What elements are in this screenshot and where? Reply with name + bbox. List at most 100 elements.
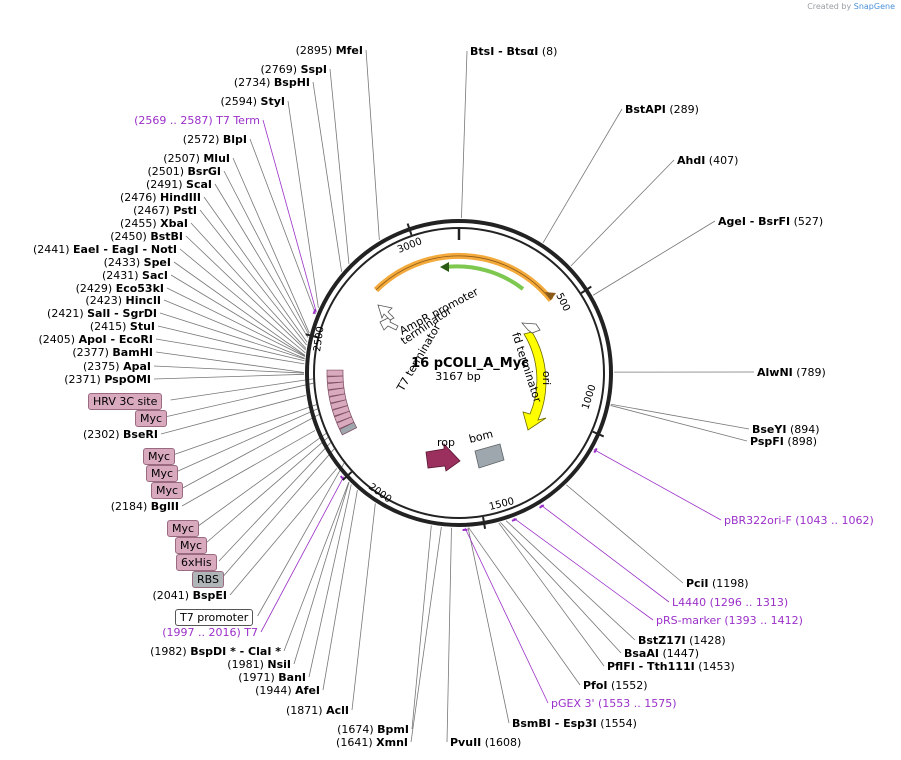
- feature-box[interactable]: T7 promoter: [175, 609, 254, 626]
- green-feature-arc: [445, 264, 525, 291]
- enzyme-label-line: [329, 68, 350, 264]
- enzyme-label[interactable]: (2423) HincII: [85, 294, 161, 307]
- primer-mark: [539, 504, 545, 509]
- tick-2000: [342, 471, 353, 481]
- enzyme-label[interactable]: PfoI (1552): [583, 679, 648, 692]
- enzyme-label[interactable]: (2734) BspHI: [234, 76, 310, 89]
- enzyme-label[interactable]: (2467) PstI: [133, 204, 197, 217]
- primer-mark: [511, 518, 517, 522]
- green-arc-head: [440, 262, 449, 272]
- enzyme-label-line: [223, 170, 310, 335]
- enzyme-label[interactable]: (1981) NsiI: [227, 658, 291, 671]
- myc-tag-glyph: [328, 393, 347, 404]
- enzyme-label[interactable]: (2433) SpeI: [104, 256, 171, 269]
- feature-box[interactable]: Myc: [151, 482, 184, 499]
- enzyme-label[interactable]: BseYI (894): [752, 423, 820, 436]
- enzyme-label[interactable]: BstZ17I (1428): [638, 634, 726, 647]
- enzyme-label[interactable]: (2476) HindIII: [120, 191, 201, 204]
- enzyme-label-line: [155, 338, 305, 365]
- feature-box[interactable]: Myc: [167, 520, 200, 537]
- enzyme-label[interactable]: (1871) AclI: [286, 704, 349, 717]
- myc-tag-glyph: [331, 405, 350, 417]
- primer-label[interactable]: pRS-marker (1393 .. 1412): [656, 614, 803, 627]
- enzyme-label[interactable]: BsmBI - Esp3I (1554): [512, 717, 637, 730]
- enzyme-label[interactable]: (2415) StuI: [90, 320, 155, 333]
- enzyme-label-line: [181, 430, 316, 507]
- primer-label[interactable]: L4440 (1296 .. 1313): [672, 596, 788, 609]
- enzyme-label-line: [249, 138, 317, 315]
- enzyme-label-line: [498, 522, 605, 667]
- enzyme-label[interactable]: AlwNI (789): [757, 366, 826, 379]
- primer-label[interactable]: pGEX 3' (1553 .. 1575): [551, 697, 677, 710]
- enzyme-label[interactable]: (2041) BspEI: [153, 589, 228, 602]
- enzyme-label[interactable]: (2895) MfeI: [296, 44, 363, 57]
- enzyme-label[interactable]: (2429) Eco53kI: [76, 282, 164, 295]
- enzyme-label-line: [570, 159, 675, 267]
- primer-label-line: [464, 527, 549, 704]
- enzyme-label[interactable]: AgeI - BsrFI (527): [718, 215, 823, 228]
- enzyme-label[interactable]: (2431) SacI: [102, 269, 168, 282]
- enzyme-label[interactable]: (2405) ApoI - EcoRI: [39, 333, 154, 346]
- feature-box[interactable]: HRV 3C site: [88, 393, 163, 410]
- enzyme-label[interactable]: (2302) BseRI: [83, 428, 158, 441]
- enzyme-label[interactable]: BstAPI (289): [625, 103, 699, 116]
- enzyme-label[interactable]: PflFI - Tth111I (1453): [607, 660, 735, 673]
- feature-box[interactable]: Myc: [146, 465, 179, 482]
- enzyme-label[interactable]: (2594) StyI: [220, 95, 285, 108]
- enzyme-label[interactable]: BtsI - BtsαI (8): [470, 45, 557, 58]
- enzyme-label[interactable]: (2769) SspI: [260, 63, 327, 76]
- plasmid-length: 3167 bp: [435, 370, 480, 383]
- primer-label[interactable]: (2569 .. 2587) T7 Term: [134, 114, 260, 127]
- enzyme-label[interactable]: (2572) BlpI: [183, 133, 247, 146]
- enzyme-label[interactable]: (2184) BglII: [111, 500, 179, 513]
- enzyme-label-line: [467, 527, 510, 724]
- rop-arrow: [425, 442, 461, 472]
- enzyme-label[interactable]: (2455) XbaI: [120, 217, 188, 230]
- enzyme-label[interactable]: (1674) BpmI: [337, 723, 409, 736]
- plasmid-name: 16 pCOLI_A_Myc: [411, 356, 529, 371]
- feature-box[interactable]: Myc: [143, 448, 176, 465]
- credit-prefix: Created by: [807, 2, 852, 11]
- tick-500: [580, 285, 592, 294]
- enzyme-label[interactable]: PciI (1198): [686, 577, 749, 590]
- tick-label: 3000: [396, 236, 424, 256]
- feature-box[interactable]: Myc: [175, 537, 208, 554]
- primer-label[interactable]: (1997 .. 2016) T7: [162, 626, 258, 639]
- enzyme-label[interactable]: (2441) EaeI - EagI - NotI: [33, 243, 177, 256]
- enzyme-label[interactable]: AhdI (407): [677, 154, 738, 167]
- enzyme-label[interactable]: (1641) XmnI: [336, 736, 408, 749]
- enzyme-label[interactable]: (1971) BanI: [238, 671, 306, 684]
- enzyme-label[interactable]: (2501) BsrGI: [147, 165, 221, 178]
- snapgene-credit: Created by SnapGene: [807, 2, 895, 11]
- enzyme-label-line: [566, 484, 684, 584]
- backbone-outer: [305, 219, 613, 527]
- enzyme-label[interactable]: (2507) MluI: [163, 152, 230, 165]
- enzyme-labels[interactable]: BtsI - BtsαI (8) BstAPI (289) AhdI (407) Ag…: [33, 44, 874, 749]
- feature-box[interactable]: Myc: [135, 410, 168, 427]
- enzyme-label[interactable]: (2491) ScaI: [146, 178, 212, 191]
- myc-tag-stack: [326, 369, 358, 436]
- enzyme-label-line: [312, 81, 343, 272]
- feature-box[interactable]: 6xHis: [176, 554, 217, 571]
- enzyme-label-line: [166, 287, 306, 357]
- myc-tag-glyph: [336, 416, 355, 430]
- enzyme-label[interactable]: (2375) ApaI: [83, 360, 151, 373]
- enzyme-label-line: [446, 527, 452, 743]
- enzyme-label-line: [170, 274, 306, 357]
- feature-box[interactable]: RBS: [192, 571, 224, 588]
- bom-feature: [474, 443, 505, 469]
- enzyme-label[interactable]: (2371) PspOMI: [64, 373, 151, 386]
- primer-label[interactable]: pBR322ori-F (1043 .. 1062): [724, 514, 874, 527]
- enzyme-label[interactable]: (1944) AfeI: [255, 684, 320, 697]
- enzyme-label-line: [229, 468, 338, 596]
- enzyme-label[interactable]: PspFI (898): [750, 435, 817, 448]
- enzyme-label-line: [157, 325, 305, 362]
- enzyme-label[interactable]: (2377) BamHI: [72, 346, 153, 359]
- enzyme-label[interactable]: (2450) BstBI: [110, 230, 183, 243]
- enzyme-label[interactable]: (2421) SalI - SgrDI: [47, 307, 157, 320]
- myc-tag-glyph: [330, 399, 349, 411]
- enzyme-label[interactable]: BsaAI (1447): [624, 647, 699, 660]
- enzyme-label[interactable]: (1982) BspDI * - ClaI *: [150, 645, 281, 658]
- enzyme-label[interactable]: PvuII (1608): [450, 736, 521, 749]
